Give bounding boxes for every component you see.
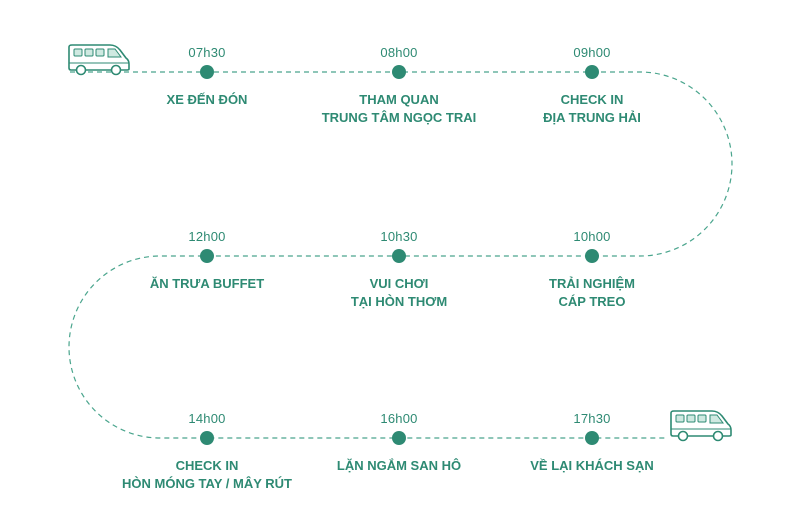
route-path: [68, 71, 733, 439]
stop-time: 16h00: [380, 411, 418, 426]
stop-time: 07h30: [188, 45, 226, 60]
stop-title-line: CHECK IN: [560, 92, 624, 107]
stop-title: ĂN TRƯA BUFFET: [87, 275, 327, 293]
stop-title-line: ĐỊA TRUNG HẢI: [543, 110, 641, 125]
stop-marker: [200, 249, 214, 263]
stop-title-line: HÒN MÓNG TAY / MÂY RÚT: [122, 476, 292, 491]
stop-title-line: VỀ LẠI KHÁCH SẠN: [530, 458, 654, 473]
stop-marker: [585, 65, 599, 79]
stop-time: 17h30: [573, 411, 611, 426]
stop-title-line: TẠI HÒN THƠM: [350, 294, 448, 309]
stop-marker: [585, 431, 599, 445]
stop-title-line: ĂN TRƯA BUFFET: [149, 276, 265, 291]
stop-title: XE ĐẾN ĐÓN: [87, 91, 327, 109]
stop-title-line: CÁP TREO: [558, 294, 626, 309]
stop-title-line: LẶN NGẮM SAN HÔ: [336, 458, 462, 473]
stop-time: 08h00: [380, 45, 418, 60]
stop-title: TRẢI NGHIỆM CÁP TREO: [472, 275, 712, 311]
stop-title-line: XE ĐẾN ĐÓN: [166, 92, 248, 107]
van-icon-start: [68, 44, 130, 76]
stop-title: LẶN NGẮM SAN HÔ: [279, 457, 519, 475]
van-icon-end: [670, 410, 732, 442]
stop-marker: [392, 249, 406, 263]
stop-time: 10h30: [380, 229, 418, 244]
stop-marker: [200, 65, 214, 79]
stop-title-line: CHECK IN: [175, 458, 239, 473]
stop-marker: [392, 431, 406, 445]
stop-title: CHECK IN HÒN MÓNG TAY / MÂY RÚT: [87, 457, 327, 493]
stop-marker: [200, 431, 214, 445]
stop-title: VUI CHƠI TẠI HÒN THƠM: [279, 275, 519, 311]
stop-title: CHECK IN ĐỊA TRUNG HẢI: [472, 91, 712, 127]
stop-title: VỀ LẠI KHÁCH SẠN: [472, 457, 712, 475]
stop-title-line: TRUNG TÂM NGỌC TRAI: [321, 110, 477, 125]
stop-marker: [392, 65, 406, 79]
stop-time: 14h00: [188, 411, 226, 426]
stop-title-line: THAM QUAN: [359, 92, 439, 107]
stop-title: THAM QUAN TRUNG TÂM NGỌC TRAI: [279, 91, 519, 127]
stop-title-line: VUI CHƠI: [369, 276, 429, 291]
stop-time: 09h00: [573, 45, 611, 60]
stop-marker: [585, 249, 599, 263]
stop-time: 10h00: [573, 229, 611, 244]
stop-title-line: TRẢI NGHIỆM: [549, 276, 635, 291]
stop-time: 12h00: [188, 229, 226, 244]
